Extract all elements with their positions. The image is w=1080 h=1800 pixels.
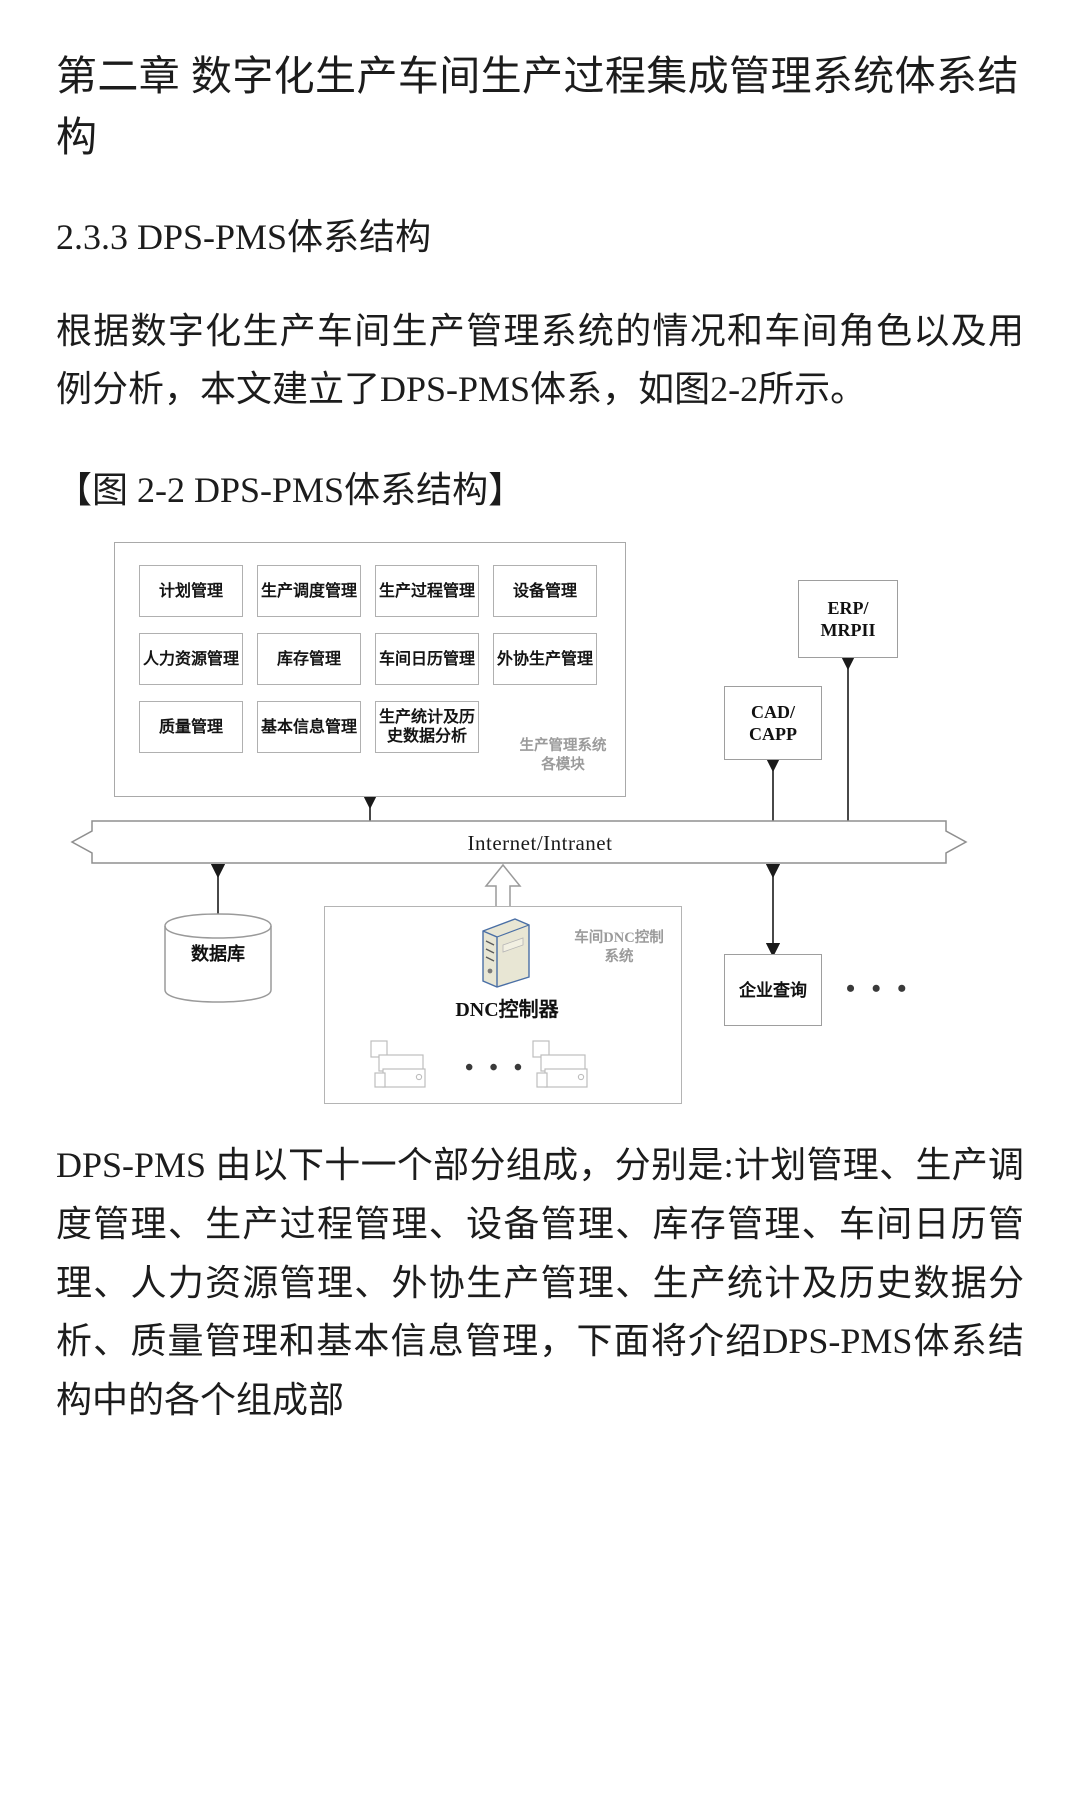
internet-intranet-bus: Internet/Intranet: [70, 819, 1010, 865]
module-box[interactable]: 人力资源管理: [139, 633, 243, 686]
cnc-machine-icon: [370, 1040, 426, 1088]
erp-mrpii-box[interactable]: ERP/ MRPII: [798, 580, 898, 659]
module-box[interactable]: 质量管理: [139, 701, 243, 754]
figure-caption: 【图 2-2 DPS-PMS体系结构】: [56, 470, 525, 511]
module-box[interactable]: 车间日历管理: [375, 633, 479, 686]
chapter-title: 第二章 数字化生产车间生产过程集成管理系统体系结构: [56, 53, 1019, 160]
dps-pms-architecture-diagram: 计划管理 生产调度管理 生产过程管理 设备管理 人力资源管理 库存管理 车间日历…: [56, 534, 1024, 1114]
bus-label: Internet/Intranet: [467, 831, 613, 856]
module-box[interactable]: 生产统计及历史数据分析: [375, 701, 479, 754]
database-cylinder-icon: [164, 913, 272, 1004]
machines-ellipsis: • • •: [465, 1055, 528, 1082]
module-box[interactable]: 外协生产管理: [493, 633, 597, 686]
database-label: 数据库: [191, 944, 245, 965]
module-box[interactable]: 生产调度管理: [257, 565, 361, 618]
page-content: 第二章 数字化生产车间生产过程集成管理系统体系结构 2.3.3 DPS-PMS体…: [56, 53, 1024, 1421]
dnc-controller-label: DNC控制器: [455, 999, 559, 1022]
query-ellipsis: • • •: [846, 974, 912, 1004]
module-box[interactable]: 计划管理: [139, 565, 243, 618]
module-box[interactable]: 基本信息管理: [257, 701, 361, 754]
workshop-dnc-panel-label: 车间DNC控制系统: [574, 930, 664, 966]
server-tower-icon: [482, 918, 530, 989]
section-heading: 2.3.3 DPS-PMS体系结构: [56, 217, 432, 258]
pms-module-grid: 计划管理 生产调度管理 生产过程管理 设备管理 人力资源管理 库存管理 车间日历…: [139, 565, 601, 754]
bus-arrow-shape: [70, 820, 968, 865]
enterprise-query-box[interactable]: 企业查询: [724, 954, 822, 1027]
module-box[interactable]: 生产过程管理: [375, 565, 479, 618]
pms-container-label: 生产管理系统各模块: [519, 737, 607, 773]
module-box[interactable]: 库存管理: [257, 633, 361, 686]
cad-capp-box[interactable]: CAD/ CAPP: [724, 686, 822, 761]
cnc-machine-icon: [532, 1040, 588, 1088]
pms-modules-container: 计划管理 生产调度管理 生产过程管理 设备管理 人力资源管理 库存管理 车间日历…: [114, 542, 626, 798]
intro-paragraph: 根据数字化生产车间生产管理系统的情况和车间角色以及用例分析，本文建立了DPS-P…: [56, 310, 1024, 409]
tail-paragraph: DPS-PMS 由以下十一个部分组成，分别是:计划管理、生产调度管理、生产过程管…: [56, 1145, 1024, 1421]
workshop-dnc-panel: 车间DNC控制系统 DNC控制器: [324, 906, 682, 1105]
module-box[interactable]: 设备管理: [493, 565, 597, 618]
